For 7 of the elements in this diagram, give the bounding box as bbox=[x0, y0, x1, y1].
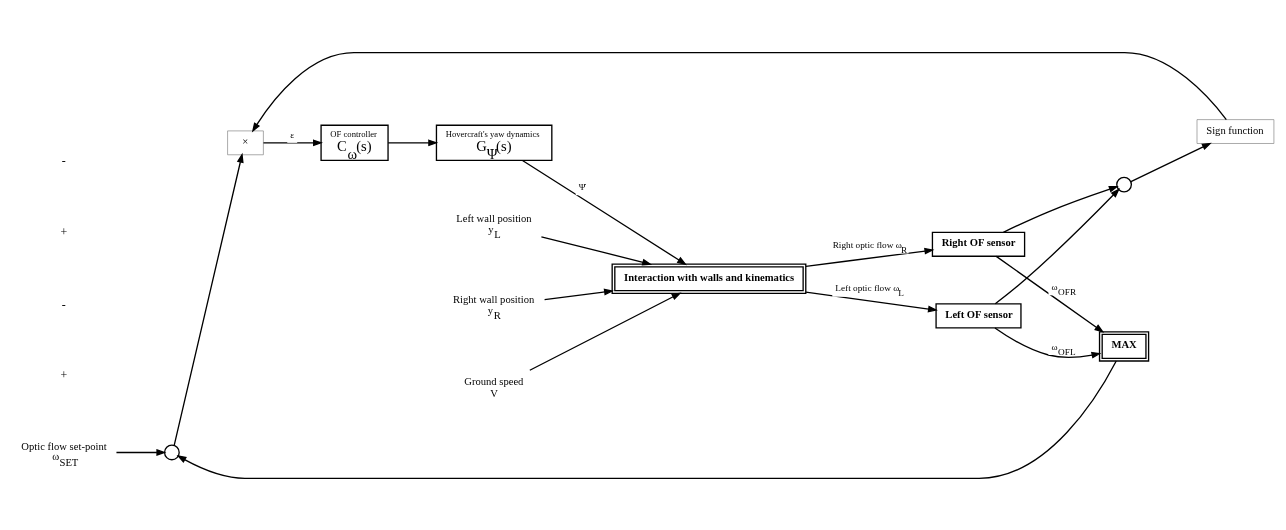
label: - bbox=[61, 296, 66, 311]
label: + bbox=[60, 224, 68, 239]
node-text: Ground speed V bbox=[464, 375, 524, 399]
label: + bbox=[60, 367, 68, 382]
edge-label: Ψ̇ bbox=[578, 181, 586, 192]
edge-label: ε bbox=[290, 129, 295, 140]
label: - bbox=[61, 152, 66, 167]
